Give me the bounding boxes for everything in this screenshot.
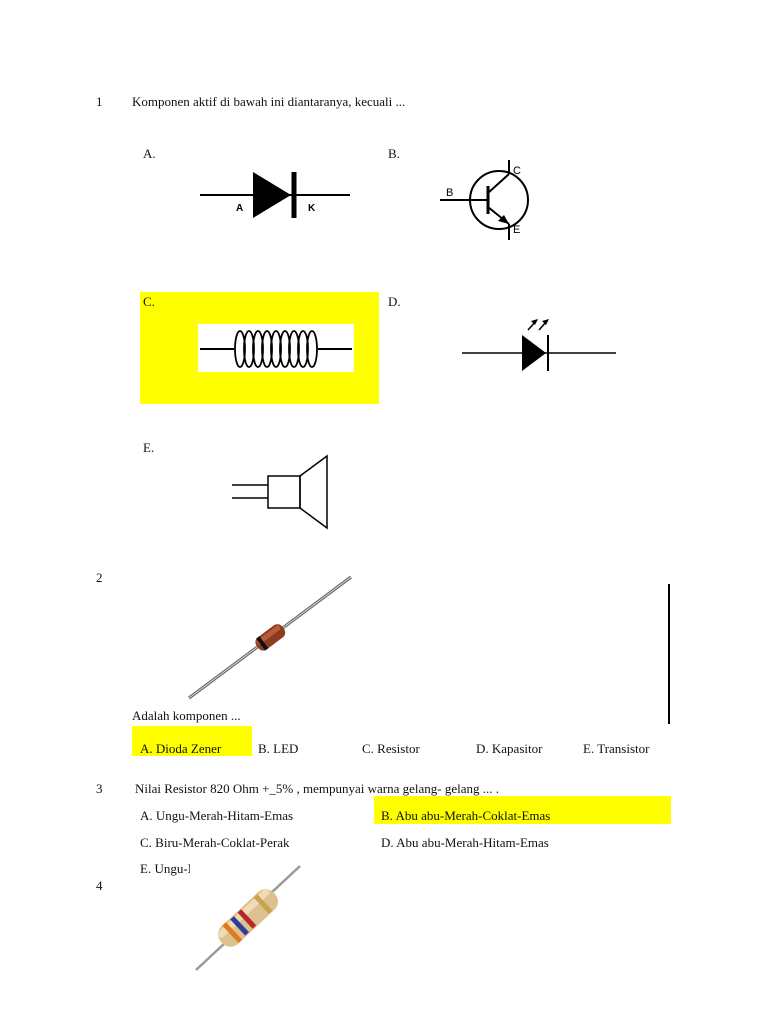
option-c-label: C.: [143, 294, 155, 309]
vertical-divider-line: [668, 584, 670, 724]
transistor-symbol: B C E: [440, 160, 529, 240]
question-number-3: 3: [96, 781, 103, 796]
led-symbol: [462, 319, 616, 371]
q3-option-d: D. Abu abu-Merah-Hitam-Emas: [381, 835, 549, 850]
answer-highlight-q2: [132, 726, 252, 756]
q2-option-a: A. Dioda Zener: [140, 741, 222, 756]
question-text-1: Komponen aktif di bawah ini diantaranya,…: [132, 94, 406, 109]
q3-option-c: C. Biru-Merah-Coklat-Perak: [140, 835, 290, 850]
q2-option-c: C. Resistor: [362, 741, 420, 756]
option-b-label: B.: [388, 146, 400, 161]
question-number-2: 2: [96, 570, 103, 585]
q3-option-b: B. Abu abu-Merah-Coklat-Emas: [381, 808, 551, 823]
q2-option-b: B. LED: [258, 741, 299, 756]
diode-anode-label: A: [236, 203, 243, 214]
question-text-2: Adalah komponen ...: [132, 708, 241, 723]
inductor-symbol: [198, 324, 354, 372]
q2-option-e: E. Transistor: [583, 741, 650, 756]
transistor-collector-label: C: [513, 165, 521, 177]
question-number-4: 4: [96, 878, 103, 893]
option-d-label: D.: [388, 294, 401, 309]
speaker-symbol: [232, 454, 328, 530]
diode-symbol: A K: [200, 172, 350, 218]
answer-highlight-q3: [374, 796, 671, 824]
q3-option-a: A. Ungu-Merah-Hitam-Emas: [140, 808, 294, 823]
zener-diode-photo: [188, 575, 352, 700]
option-a-label: A.: [143, 146, 156, 161]
transistor-emitter-label: E: [513, 224, 520, 236]
transistor-base-label: B: [446, 187, 453, 199]
q2-option-d: D. Kapasitor: [476, 741, 543, 756]
resistor-photo: [190, 864, 305, 972]
diode-cathode-label: K: [308, 203, 316, 214]
question-number-1: 1: [96, 94, 103, 109]
question-text-3: Nilai Resistor 820 Ohm +_5% , mempunyai …: [135, 781, 500, 796]
option-e-label: E.: [143, 440, 155, 455]
